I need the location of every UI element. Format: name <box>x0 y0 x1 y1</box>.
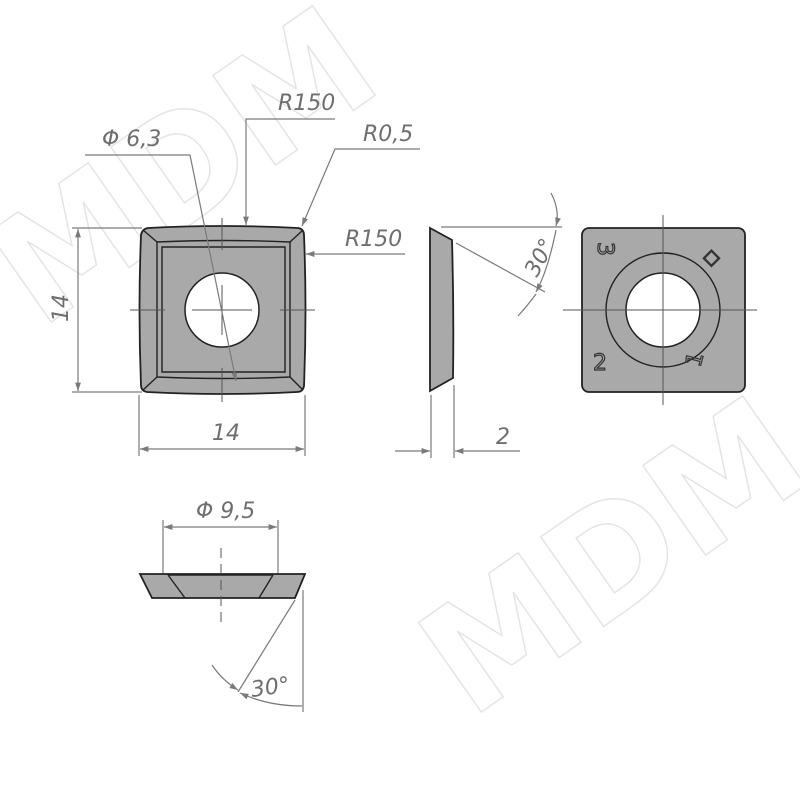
edge-marker-diamond: ◇ <box>703 245 720 270</box>
top-radius-label: R150 <box>278 91 335 116</box>
bottom-angle-label: 30° <box>249 673 291 703</box>
edge-marker-2: 2 <box>593 351 607 376</box>
edge-marker-3: 3 <box>592 242 617 256</box>
front-dimensions: 14 14 R150 R0,5 R150 Φ 6,3 <box>49 91 420 456</box>
edge-marker-1: 1 <box>682 350 710 370</box>
side-radius-label: R150 <box>345 227 402 252</box>
front-view <box>130 218 315 402</box>
corner-radius-label: R0,5 <box>363 122 413 147</box>
width-dimension: 14 <box>212 421 240 446</box>
height-dimension: 14 <box>49 294 74 322</box>
side-angle-label: 30° <box>520 235 560 281</box>
countersink-diameter-label: Φ 9,5 <box>196 499 255 524</box>
hole-diameter-label: Φ 6,3 <box>102 127 161 152</box>
bottom-view: Φ 9,5 30° <box>138 499 307 712</box>
svg-text:MDM: MDM <box>391 364 800 749</box>
thickness-dimension: 2 <box>496 425 510 450</box>
side-view: 2 30° <box>395 192 562 458</box>
back-view: 3 ◇ 2 1 <box>563 215 757 405</box>
